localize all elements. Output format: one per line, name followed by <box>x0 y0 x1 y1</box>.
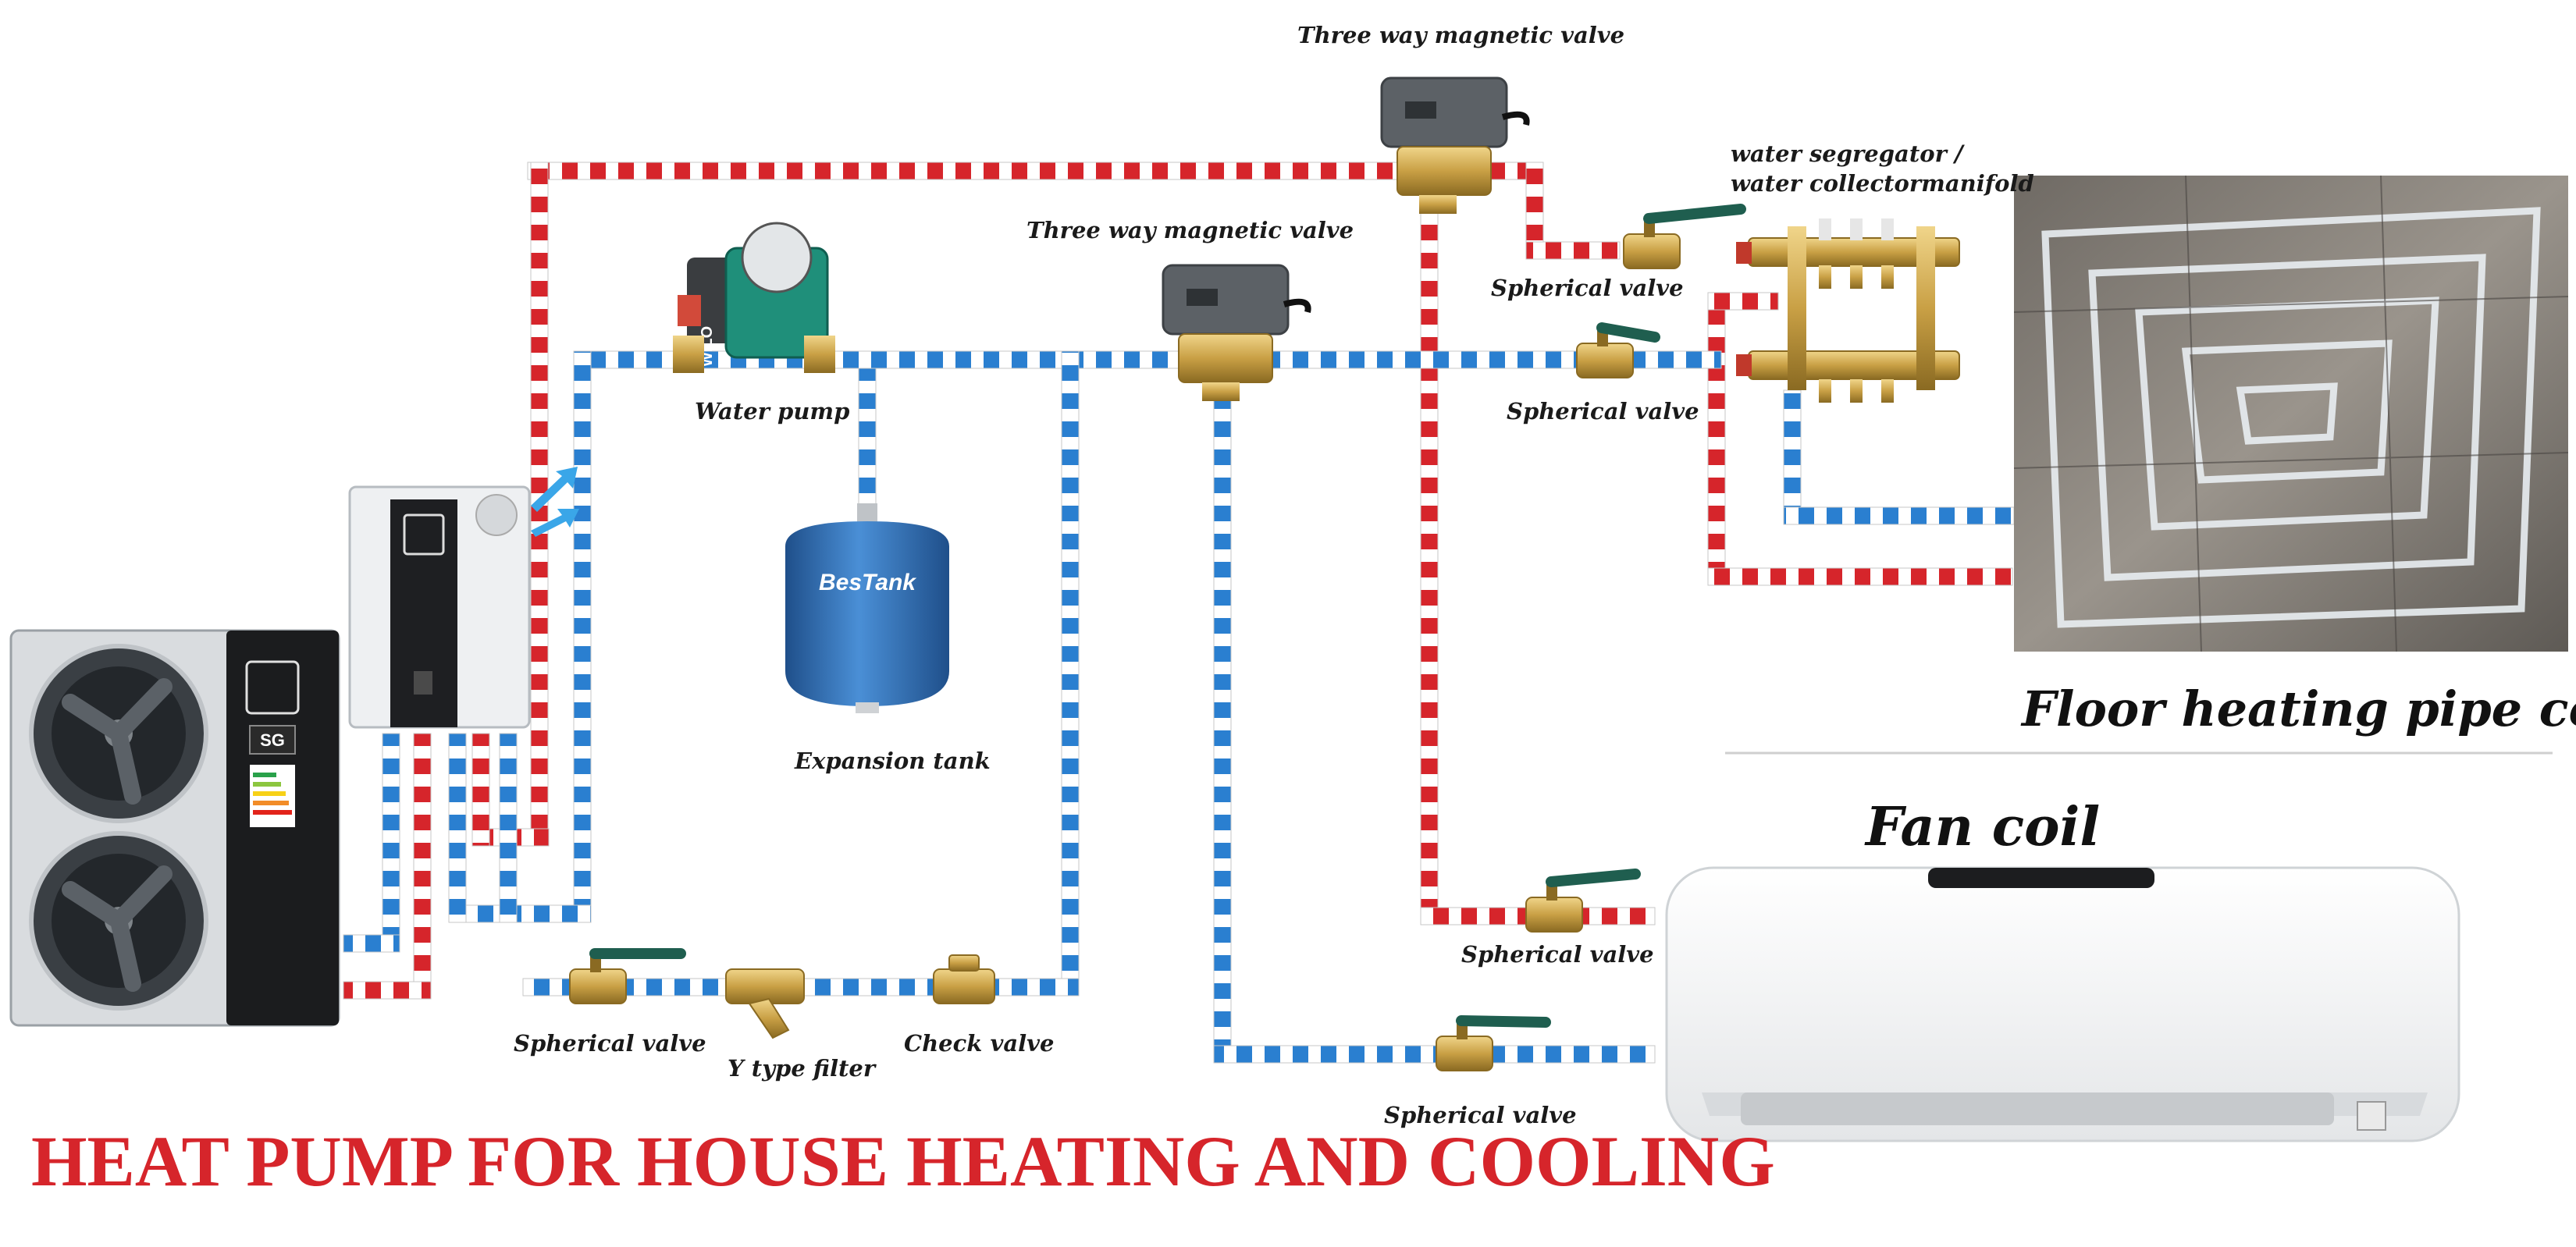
expansion-tank-icon: BesTank <box>785 503 949 713</box>
label-spherical-valve-floor-return: Spherical valve <box>1507 398 1699 425</box>
label-three-way-valve-top: Three way magnetic valve <box>1297 22 1625 48</box>
y-filter-icon <box>725 968 805 1039</box>
ball-valve-icon <box>1525 869 1641 933</box>
three-way-valve-icon <box>1380 76 1530 214</box>
three-way-valve-icon <box>1162 264 1311 401</box>
water-pump-icon: WILO <box>673 222 835 373</box>
label-y-filter: Y type filter <box>728 1055 876 1082</box>
label-spherical-valve-fan-supply: Spherical valve <box>1461 941 1654 968</box>
indoor-unit-icon <box>348 485 531 729</box>
outdoor-unit-icon: SG <box>9 629 340 1027</box>
label-check-valve: Check valve <box>904 1030 1055 1057</box>
label-water-segregator-1: water segregator / <box>1731 140 1963 167</box>
label-spherical-valve-floor-supply: Spherical valve <box>1491 275 1684 301</box>
ball-valve-icon <box>1576 322 1660 378</box>
label-water-segregator-2: water collectormanifold <box>1731 170 2034 197</box>
ball-valve-icon <box>1436 1015 1551 1071</box>
label-three-way-valve-mid: Three way magnetic valve <box>1026 217 1354 243</box>
label-spherical-valve-bottom: Spherical valve <box>514 1030 706 1057</box>
hot-pipes <box>343 162 2013 1000</box>
label-fan-coil: Fan coil <box>1866 796 2101 858</box>
tank-brand: BesTank <box>819 570 916 595</box>
unit-badge: SG <box>260 730 285 750</box>
label-water-pump: Water pump <box>695 398 850 425</box>
manifold-icon <box>1736 218 1960 403</box>
label-spherical-valve-fan-return: Spherical valve <box>1384 1102 1577 1128</box>
fan-coil-icon <box>1665 866 2460 1142</box>
airflow-arrow-icon <box>531 467 579 537</box>
ball-valve-icon <box>569 948 686 1004</box>
label-floor-heating: Floor heating pipe coil <box>2022 680 2576 737</box>
label-expansion-tank: Expansion tank <box>795 748 991 774</box>
ball-valve-icon <box>1623 204 1746 269</box>
cold-pipes <box>343 350 2015 1064</box>
page-title: HEAT PUMP FOR HOUSE HEATING AND COOLING <box>31 1121 1775 1201</box>
floor-coil-icon <box>2013 175 2569 652</box>
check-valve-icon <box>933 954 995 1004</box>
